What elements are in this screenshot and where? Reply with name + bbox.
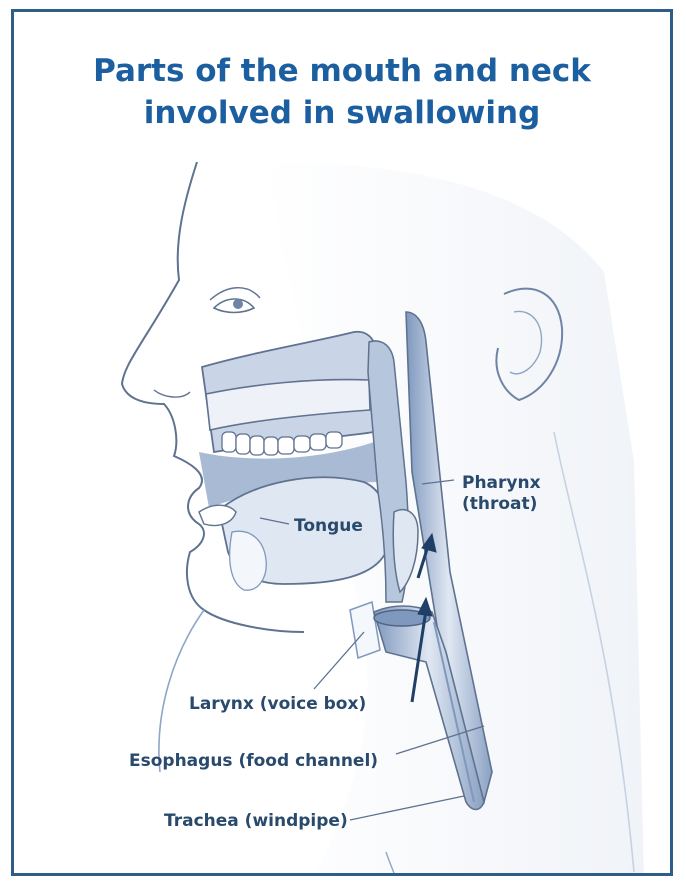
label-tongue: Tongue xyxy=(294,516,363,536)
label-esophagus: Esophagus (food channel) xyxy=(129,751,378,771)
label-pharynx-sub: (throat) xyxy=(462,494,537,514)
nostril xyxy=(154,390,190,397)
eye-icon xyxy=(210,288,260,313)
label-pharynx: Pharynx xyxy=(462,473,541,493)
neck-outline xyxy=(159,610,204,772)
head-neck-illustration: Pharynx (throat) Tongue Larynx (voice bo… xyxy=(14,12,673,876)
label-trachea: Trachea (windpipe) xyxy=(164,811,348,831)
diagram-frame: Parts of the mouth and neck involved in … xyxy=(11,9,673,876)
label-larynx: Larynx (voice box) xyxy=(189,694,366,714)
